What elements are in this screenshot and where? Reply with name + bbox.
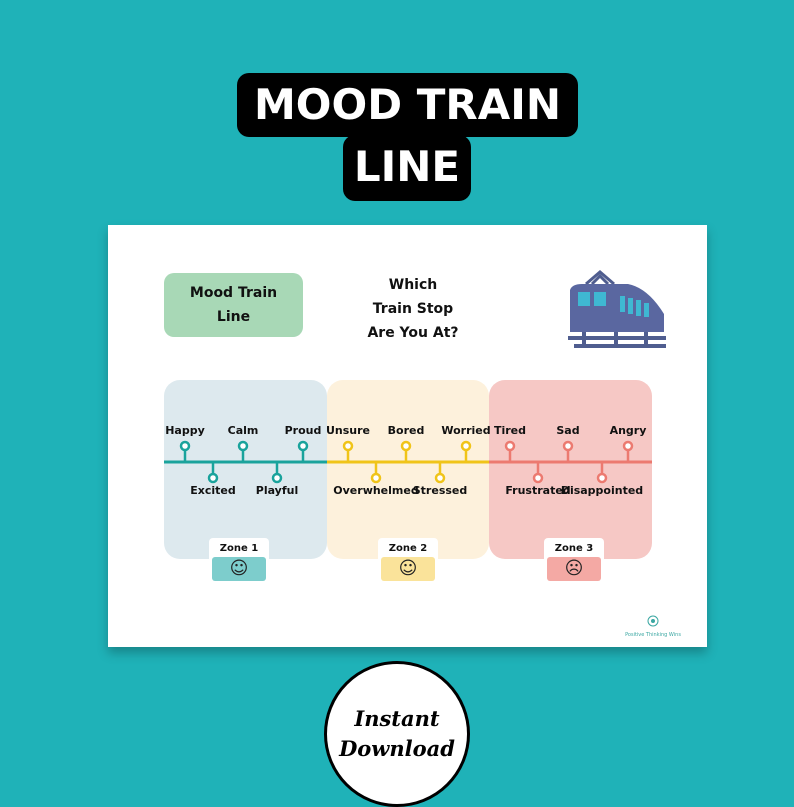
brand-name: Positive Thinking Wins: [625, 632, 681, 638]
stop-marker: [370, 472, 382, 484]
zone-2-panel: [327, 380, 489, 559]
stop-label: Bored: [387, 424, 425, 437]
worksheet-title-line-2: Line: [216, 309, 251, 325]
stop-marker: [596, 472, 608, 484]
zone-3-face-icon: ☹: [547, 557, 601, 581]
worksheet-title-line-1: Mood Train: [189, 285, 278, 301]
zone-1-label: Zone 1: [209, 538, 269, 560]
badge-line-2: Download: [339, 736, 455, 761]
stop-label: Sad: [556, 424, 580, 437]
brand-icon: [647, 615, 659, 627]
stop-label: Tired: [493, 424, 527, 437]
worksheet-preview: Mood Train Line Which Train Stop Are You…: [108, 225, 707, 647]
stop-label: Worried: [441, 424, 491, 437]
stop-label: Overwhelmed: [333, 484, 419, 497]
train-line: [164, 440, 652, 484]
train-icon: [568, 270, 666, 348]
stop-label: Playful: [255, 484, 299, 497]
stop-label: Calm: [227, 424, 259, 437]
question-line-3: Are You At?: [367, 325, 459, 341]
brand-logo: Positive Thinking Wins: [618, 613, 688, 638]
stop-marker: [179, 440, 191, 452]
question-line-2: Train Stop: [372, 301, 454, 317]
stop-label: Proud: [284, 424, 322, 437]
zone-1-panel: [164, 380, 327, 559]
stop-label: Happy: [165, 424, 205, 437]
stop-marker: [504, 440, 516, 452]
stop-label: Frustrated: [505, 484, 571, 497]
stop-marker: [532, 472, 544, 484]
title-line-1: MOOD TRAIN: [237, 73, 578, 137]
zone-3-panel: [489, 380, 652, 559]
stop-marker: [207, 472, 219, 484]
title-line-2: LINE: [343, 135, 471, 201]
question-text: Which Train Stop Are You At?: [348, 273, 478, 345]
question-line-1: Which: [388, 277, 438, 293]
zone-1-face-icon: ☺: [212, 557, 266, 581]
stop-label: Unsure: [325, 424, 371, 437]
worksheet-title-box: Mood Train Line: [164, 273, 303, 337]
stop-marker: [460, 440, 472, 452]
badge-line-1: Instant: [354, 706, 440, 731]
stop-marker: [622, 440, 634, 452]
stop-marker: [297, 440, 309, 452]
stop-label: Excited: [190, 484, 236, 497]
stop-marker: [271, 472, 283, 484]
stop-label: Disappointed: [560, 484, 644, 497]
stop-label: Angry: [609, 424, 647, 437]
zone-2-label: Zone 2: [378, 538, 438, 560]
zone-2-face-icon: ☺: [381, 557, 435, 581]
stop-label: Stressed: [412, 484, 468, 497]
stop-marker: [342, 440, 354, 452]
instant-download-badge: Instant Download: [324, 661, 470, 807]
stop-marker: [237, 440, 249, 452]
stop-marker: [434, 472, 446, 484]
zone-3-label: Zone 3: [544, 538, 604, 560]
stop-marker: [400, 440, 412, 452]
stop-marker: [562, 440, 574, 452]
